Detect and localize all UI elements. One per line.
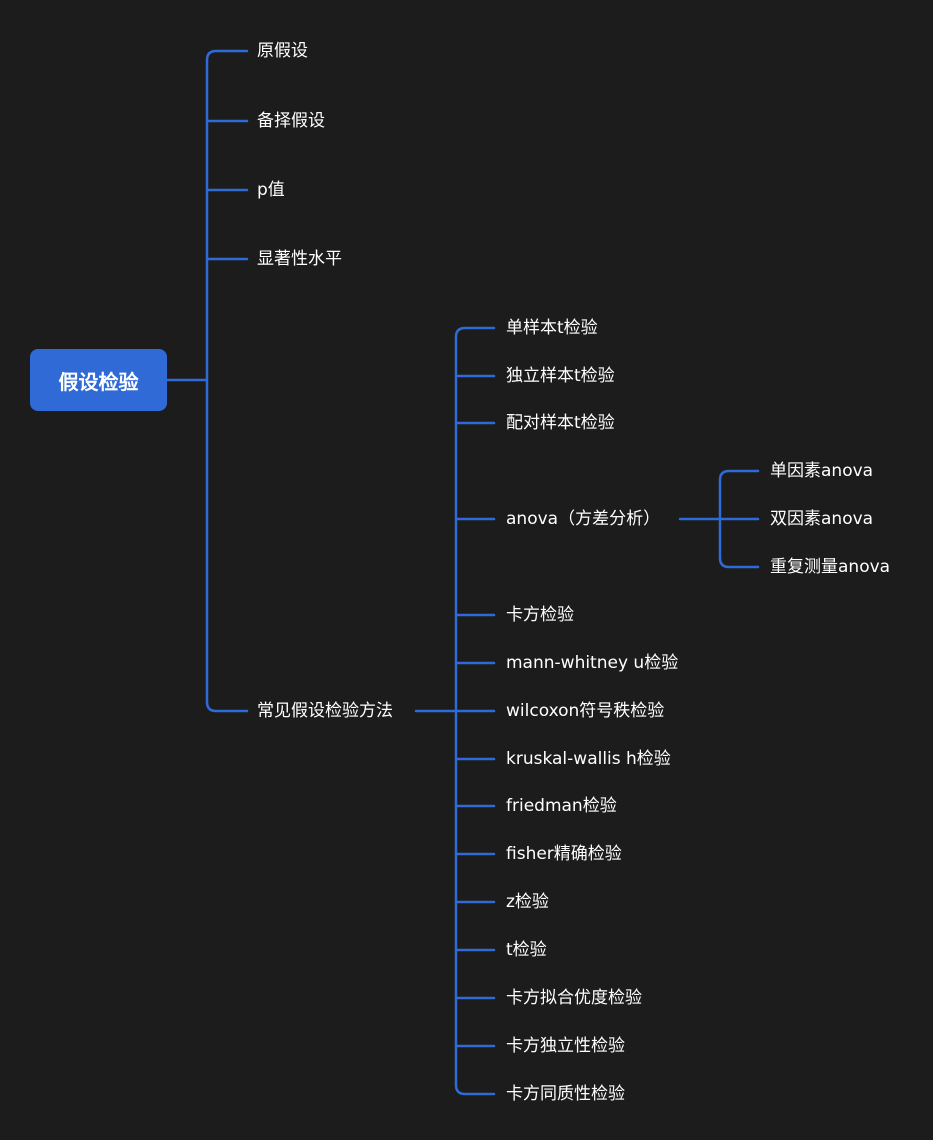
methods-connector-branch bbox=[454, 326, 496, 339]
node-method[interactable]: 卡方检验 bbox=[506, 605, 574, 625]
node-method[interactable]: t检验 bbox=[506, 940, 547, 960]
node-anova-type[interactable]: 重复测量anova bbox=[770, 557, 891, 577]
level1-connector-branch bbox=[205, 700, 249, 713]
node-method[interactable]: 独立样本t检验 bbox=[506, 366, 615, 386]
methods-connector-branch bbox=[454, 1083, 496, 1096]
anova-children-connector-branch bbox=[718, 469, 760, 482]
node-method[interactable]: fisher精确检验 bbox=[506, 844, 622, 864]
node-significance-level[interactable]: 显著性水平 bbox=[257, 249, 342, 269]
node-method[interactable]: mann-whitney u检验 bbox=[506, 653, 679, 673]
root-node[interactable]: 假设检验 bbox=[30, 349, 167, 411]
node-method[interactable]: 卡方拟合优度检验 bbox=[506, 988, 642, 1008]
node-method[interactable]: z检验 bbox=[506, 892, 549, 912]
node-common-test-methods[interactable]: 常见假设检验方法 bbox=[257, 701, 393, 721]
node-method[interactable]: kruskal-wallis h检验 bbox=[506, 749, 671, 769]
node-method[interactable]: 卡方独立性检验 bbox=[506, 1036, 625, 1056]
node-anova-type[interactable]: 单因素anova bbox=[770, 461, 874, 481]
root-node-label: 假设检验 bbox=[58, 369, 139, 394]
node-method[interactable]: friedman检验 bbox=[506, 796, 617, 816]
node-alternative-hypothesis[interactable]: 备择假设 bbox=[257, 111, 325, 131]
node-method[interactable]: 单样本t检验 bbox=[506, 318, 598, 338]
node-method[interactable]: wilcoxon符号秩检验 bbox=[506, 701, 665, 721]
level1-connector-branch bbox=[205, 49, 249, 62]
node-p-value[interactable]: p值 bbox=[257, 180, 285, 200]
node-method-anova[interactable]: anova（方差分析） bbox=[506, 509, 661, 529]
node-method[interactable]: 配对样本t检验 bbox=[506, 413, 615, 433]
anova-children-connector-branch bbox=[718, 556, 760, 569]
node-method[interactable]: 卡方同质性检验 bbox=[506, 1084, 625, 1104]
node-null-hypothesis[interactable]: 原假设 bbox=[257, 41, 308, 61]
node-anova-type[interactable]: 双因素anova bbox=[770, 509, 874, 529]
